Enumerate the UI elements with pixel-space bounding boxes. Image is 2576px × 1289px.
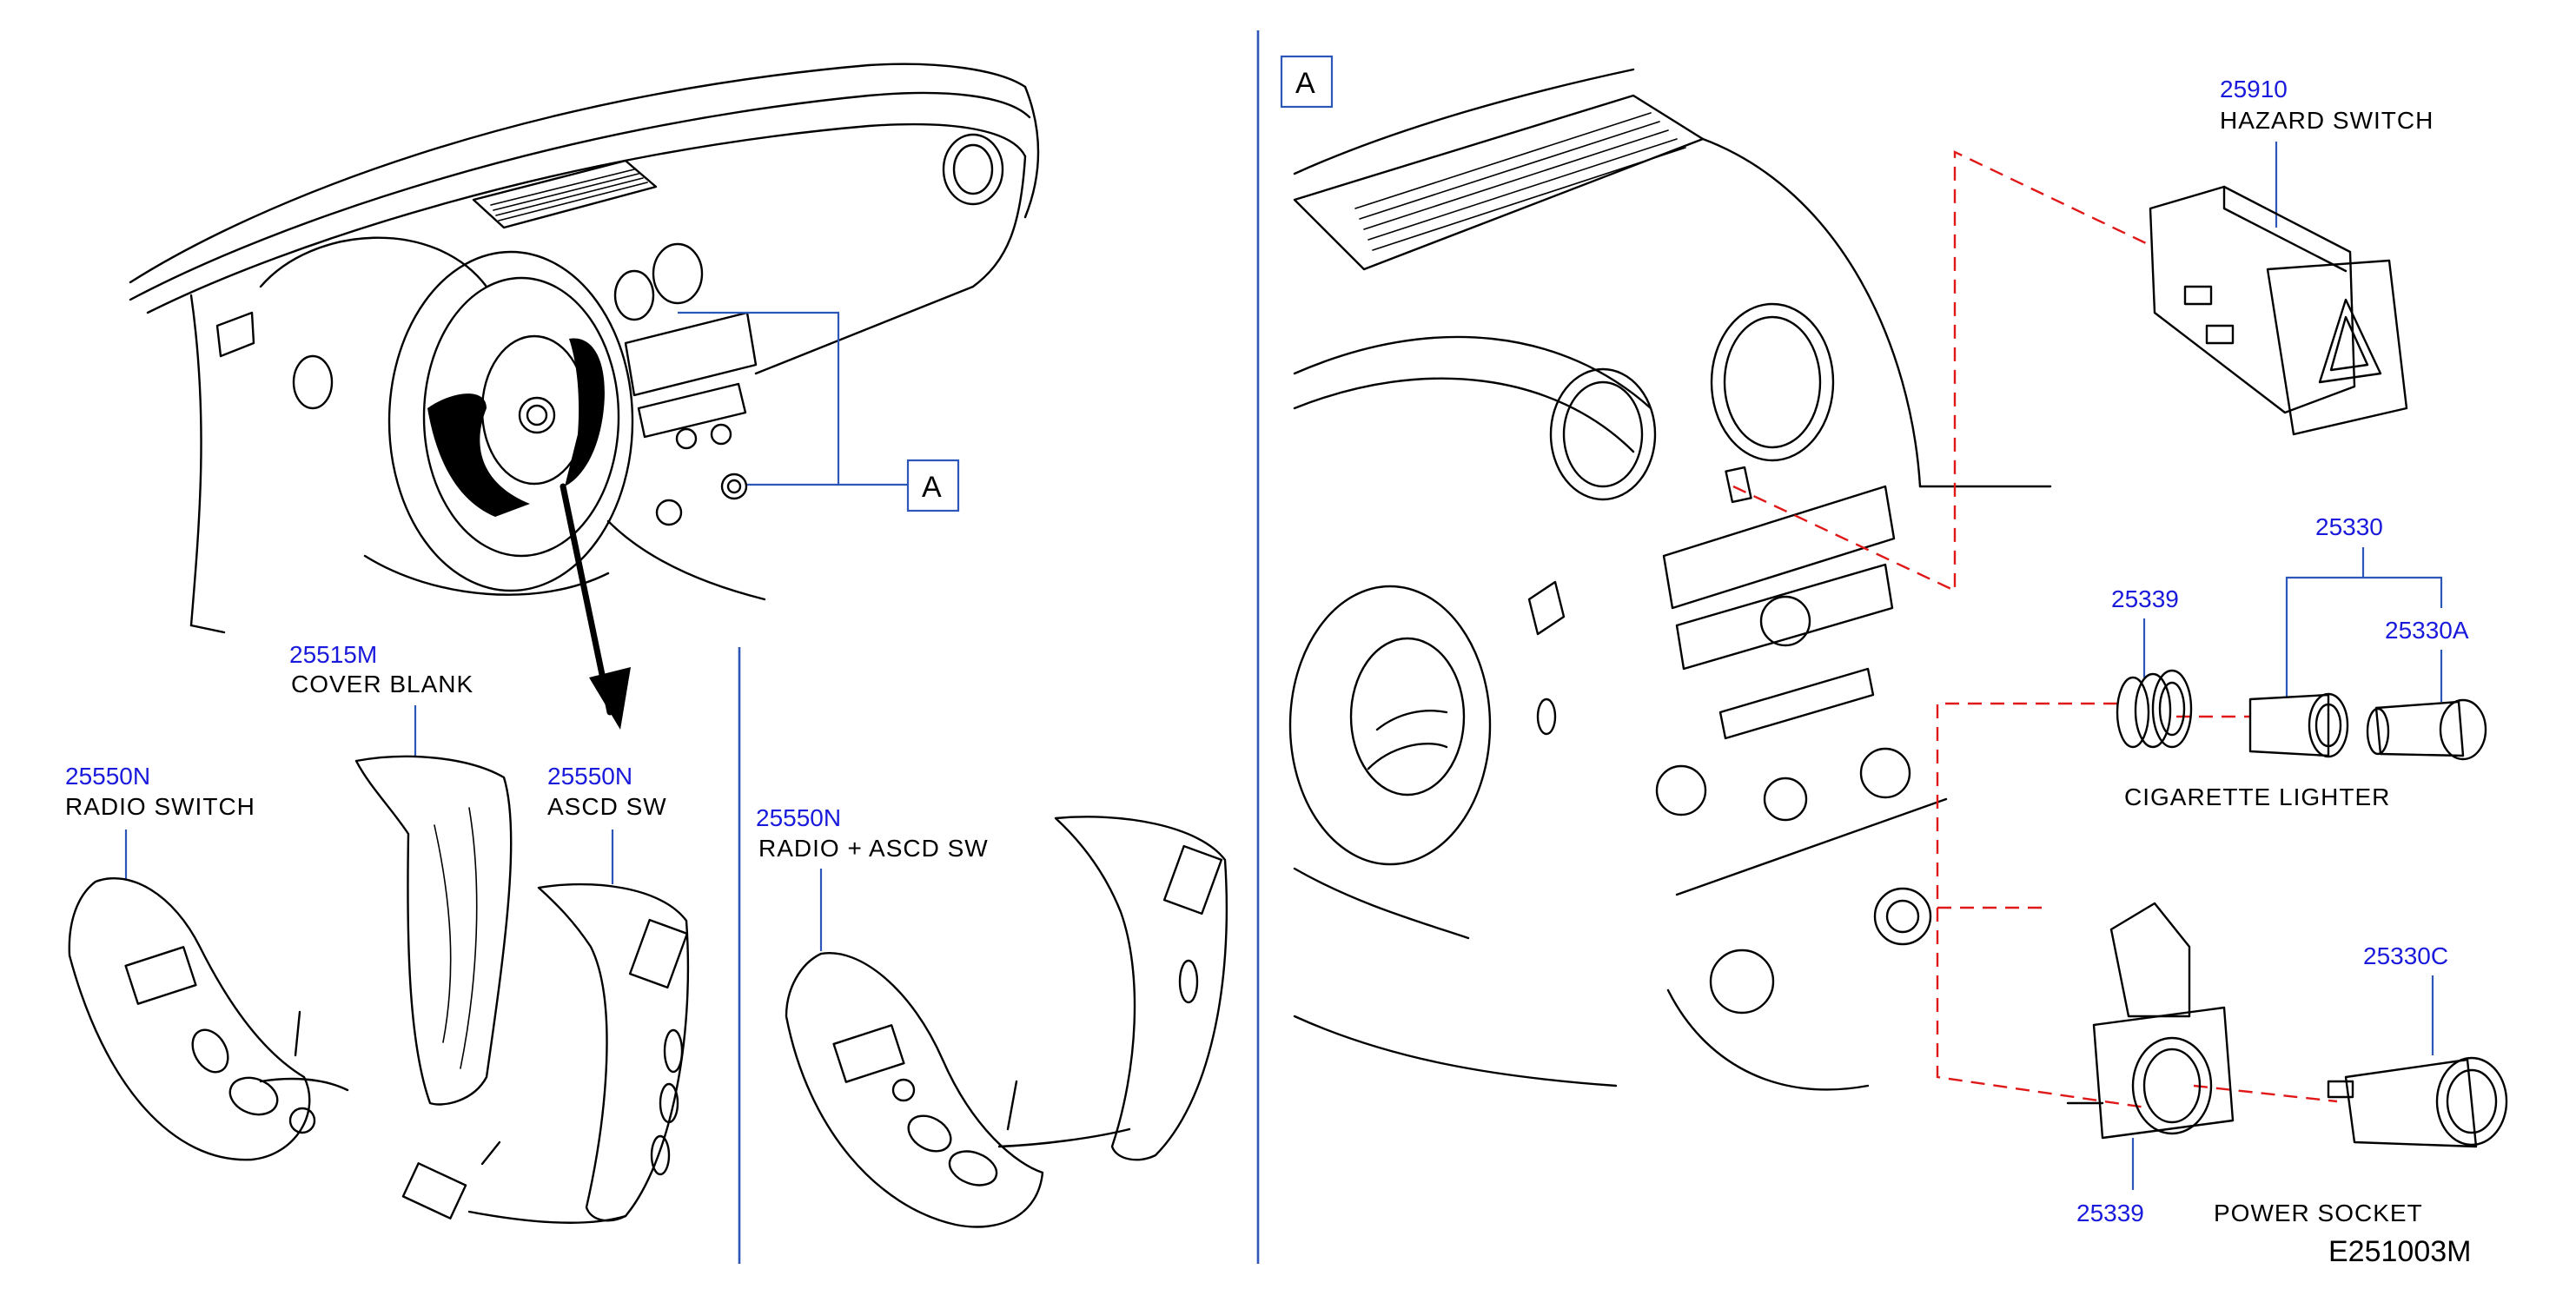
callout-letter-overview: A (922, 471, 942, 504)
socket-ring-number: 25339 (2076, 1200, 2144, 1226)
hazard-switch-number: 25910 (2220, 76, 2288, 102)
ascd-sw-name: ASCD SW (547, 793, 667, 820)
radio-ascd-sw-part: 25550N RADIO + ASCD SW (756, 804, 1228, 1228)
highlighted-steering-switch-right (565, 338, 605, 486)
detail-a-drawing: A (1280, 55, 2052, 1091)
cover-blank-name: COVER BLANK (291, 671, 473, 697)
cigarette-lighter-part: 25330 CIGARETTE LIGHTER (2124, 513, 2443, 810)
radio-ascd-sw-name: RADIO + ASCD SW (758, 835, 989, 862)
hazard-dashed-leader (1732, 150, 2147, 592)
ascd-sw-part: 25550N ASCD SW (401, 763, 690, 1224)
dashboard-overview-drawing: A (129, 63, 1040, 730)
cigarette-lighter-name: CIGARETTE LIGHTER (2124, 783, 2390, 810)
cover-blank-part: 25515M COVER BLANK (289, 641, 513, 1106)
lighter-dashed-leader (1936, 702, 2120, 909)
hazard-switch-name: HAZARD SWITCH (2220, 107, 2434, 134)
cigarette-lighter-number: 25330 (2315, 513, 2383, 540)
radio-ascd-sw-number: 25550N (756, 804, 841, 831)
socket-ring-part: 25339 (2066, 902, 2235, 1226)
radio-switch-name: RADIO SWITCH (65, 793, 255, 820)
lighter-knob-number: 25330A (2385, 617, 2469, 644)
power-socket-name: POWER SOCKET (2214, 1200, 2423, 1226)
cover-blank-number: 25515M (289, 641, 377, 668)
diagram-code: E251003M (2328, 1235, 2471, 1268)
power-socket-number: 25330C (2363, 942, 2448, 969)
highlighted-steering-switch-left (427, 393, 530, 517)
hazard-switch-part: 25910 HAZARD SWITCH (2149, 76, 2434, 436)
lighter-knob-part: 25330A (2366, 617, 2487, 761)
radio-switch-part: 25550N RADIO SWITCH (65, 763, 349, 1161)
ascd-sw-number: 25550N (547, 763, 632, 790)
power-socket-part: 25330C POWER SOCKET (2214, 942, 2508, 1226)
lighter-ring-number: 25339 (2111, 585, 2179, 612)
radio-switch-number: 25550N (65, 763, 150, 790)
callout-letter-detail: A (1295, 67, 1315, 100)
lighter-ring-part: 25339 (2111, 585, 2193, 749)
socket-dashed-leader (1936, 908, 2147, 1109)
